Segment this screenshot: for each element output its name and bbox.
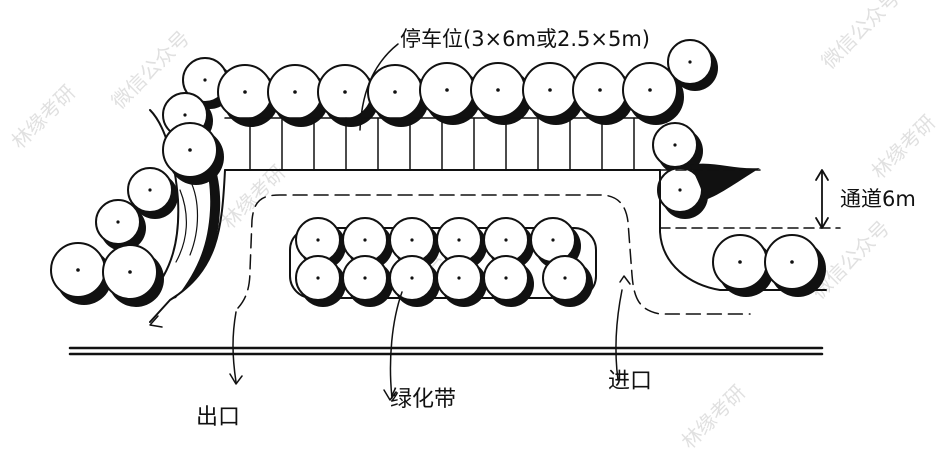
parking-stalls [224, 117, 661, 171]
labels: 停车位(3×6m或2.5×5m) 通道6m 出口 绿化带 进口 [196, 27, 916, 430]
watermark-brand: 林缘考研 [7, 80, 81, 154]
top-tree-row [217, 39, 719, 128]
watermark-brand: 林缘考研 [217, 160, 291, 234]
watermark-brand: 林缘考研 [867, 110, 941, 184]
watermark-brand: 林缘考研 [677, 380, 751, 454]
entrance-label: 进口 [608, 369, 652, 394]
exit-label: 出口 [196, 405, 240, 430]
parking-stall-label: 停车位(3×6m或2.5×5m) [400, 27, 650, 51]
leader-lines [149, 43, 631, 401]
green-belt [289, 217, 597, 308]
drive-aisle [149, 169, 841, 323]
road [68, 346, 824, 356]
greenbelt-label: 绿化带 [390, 387, 456, 412]
right-tree-group [652, 122, 827, 298]
watermark-account: 微信公众号 [817, 0, 905, 74]
aisle-dimension [815, 169, 829, 229]
aisle-width-label: 通道6m [840, 187, 916, 211]
